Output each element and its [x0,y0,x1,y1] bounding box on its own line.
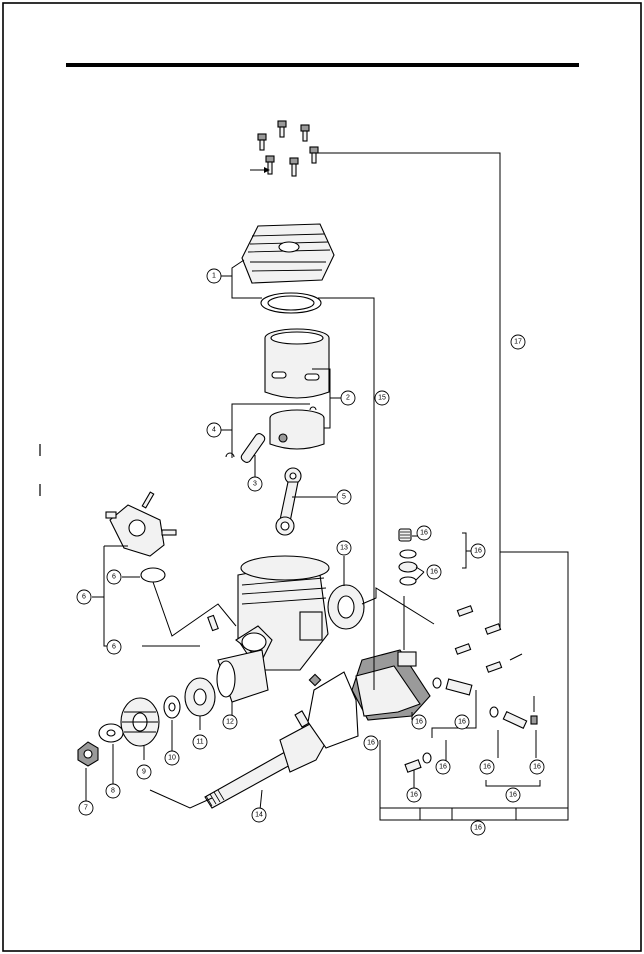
svg-text:5: 5 [342,494,346,501]
svg-text:2: 2 [346,395,350,402]
svg-text:4: 4 [212,427,216,434]
callout-16: 16 [435,759,451,775]
callout-16: 16 [470,543,486,559]
svg-text:16: 16 [458,719,466,726]
callout-16: 16 [416,525,432,541]
head-gasket [260,292,322,314]
head-screws [250,120,319,177]
svg-text:6: 6 [112,644,116,651]
svg-text:6: 6 [112,574,116,581]
callout-10: 10 [164,750,180,766]
svg-text:16: 16 [439,764,447,771]
callout-17: 17 [510,334,526,350]
callout-16: 16 [454,714,470,730]
svg-text:16: 16 [430,569,438,576]
svg-text:14: 14 [255,812,263,819]
needle-valve-parts [404,677,538,773]
svg-text:8: 8 [111,788,115,795]
svg-text:16: 16 [367,740,375,747]
callout-5: 5 [336,489,352,505]
callout-15: 15 [374,390,390,406]
svg-text:16: 16 [415,719,423,726]
drain-plug [308,673,322,687]
callout-6: 6 [76,589,92,605]
callout-6: 6 [106,569,122,585]
callout-9: 9 [136,764,152,780]
callout-16: 16 [470,820,486,836]
svg-text:17: 17 [514,339,522,346]
svg-text:1: 1 [212,273,216,280]
svg-text:16: 16 [410,792,418,799]
crankshaft [204,710,327,809]
callout-4: 4 [206,422,222,438]
rear-ball-bearing [327,584,365,630]
svg-text:6: 6 [82,594,86,601]
pressure-regulator-parts [398,528,418,586]
svg-text:15: 15 [378,395,386,402]
cylinder-liner [264,328,330,399]
svg-text:16: 16 [483,764,491,771]
callout-12: 12 [222,714,238,730]
svg-text:11: 11 [196,739,203,746]
propeller-nut [77,741,99,767]
svg-text:12: 12 [226,719,234,726]
callout-16: 16 [406,787,422,803]
callout-13: 13 [336,540,352,556]
svg-text:16: 16 [533,764,541,771]
svg-text:16: 16 [420,530,428,537]
front-housing [216,649,269,703]
callout-3: 3 [247,476,263,492]
svg-text:16: 16 [509,792,517,799]
carburetor [105,491,177,557]
cover-screws [454,605,523,673]
callout-1: 1 [206,268,222,284]
svg-text:16: 16 [474,825,482,832]
piston [269,409,325,450]
piston-pin [240,433,266,463]
svg-text:10: 10 [168,755,176,762]
callout-11: 11 [192,734,208,750]
front-ball-bearing [184,677,216,717]
rear-cover [351,649,431,721]
callout-16: 16 [411,714,427,730]
callout-14: 14 [251,807,267,823]
piston-pin-retainer [225,406,317,458]
carburetor-retaining-screw [207,614,219,632]
callout-16: 16 [479,759,495,775]
connecting-rod [275,467,302,536]
backplate-gasket [307,671,359,749]
callout-6: 6 [106,639,122,655]
thrust-washer [163,695,181,719]
svg-text:9: 9 [142,769,146,776]
svg-text:3: 3 [253,481,257,488]
svg-text:7: 7 [84,805,88,812]
callout-16: 16 [363,735,379,751]
svg-text:16: 16 [474,548,482,555]
carburetor-o-ring [140,567,166,583]
cylinder-head [241,223,335,284]
svg-text:13: 13 [340,545,348,552]
callout-16: 16 [529,759,545,775]
callout-8: 8 [105,783,121,799]
crankcase [235,555,330,671]
propeller-washer [98,723,124,743]
callout-7: 7 [78,800,94,816]
callout-16: 16 [426,564,442,580]
header-rule [66,63,579,67]
callout-2: 2 [340,390,356,406]
callout-16: 16 [505,787,521,803]
drive-hub [120,697,160,747]
